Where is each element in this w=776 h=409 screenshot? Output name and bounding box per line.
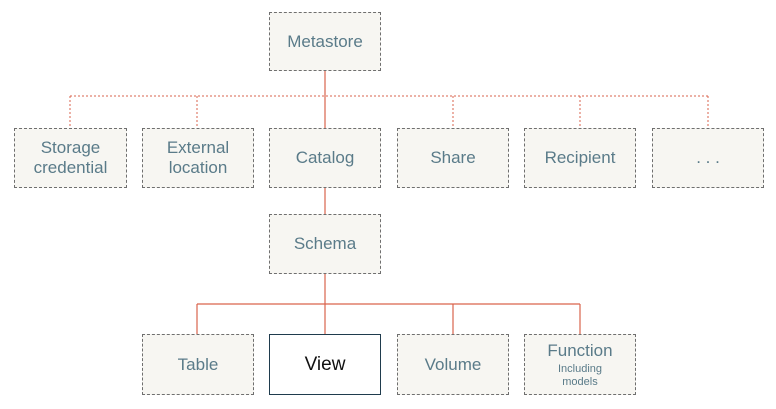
table-label: Table (177, 354, 219, 374)
more-node: . . . (652, 128, 764, 188)
more-label: . . . (696, 148, 720, 167)
schema-label: Schema (293, 234, 357, 253)
recipient-node: Recipient (524, 128, 636, 188)
external-location-node: External location (142, 128, 254, 188)
volume-node: Volume (397, 334, 509, 395)
catalog-label: Catalog (295, 148, 355, 167)
function-label: Function (547, 340, 613, 360)
storage-credential-label-line1: Storage (40, 138, 101, 157)
view-node: View (269, 334, 381, 395)
catalog-node: Catalog (269, 128, 381, 188)
volume-label: Volume (424, 354, 482, 374)
schema-node: Schema (269, 214, 381, 274)
function-sublabel-line2: models (562, 375, 598, 388)
table-node: Table (142, 334, 254, 395)
view-label: View (304, 353, 346, 375)
function-sublabel-line1: Including (557, 362, 603, 375)
function-node: Function Including models (524, 334, 636, 395)
storage-credential-node: Storage credential (14, 128, 127, 188)
recipient-label: Recipient (544, 148, 616, 167)
external-location-label-line2: location (168, 158, 228, 177)
metastore-label: Metastore (287, 31, 363, 51)
external-location-label-line1: External (166, 138, 230, 157)
metastore-node: Metastore (269, 12, 381, 71)
storage-credential-label-line2: credential (33, 158, 108, 177)
share-node: Share (397, 128, 509, 188)
share-label: Share (430, 148, 476, 167)
